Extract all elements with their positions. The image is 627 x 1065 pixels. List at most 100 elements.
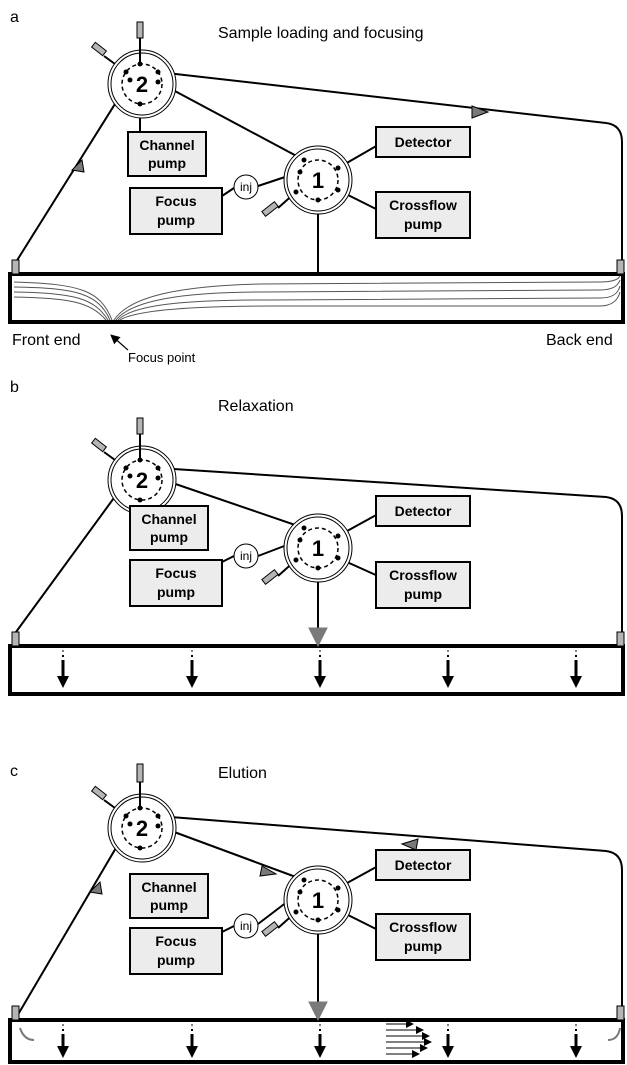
down-arrow [442,650,454,688]
valve-1: 1 [261,865,353,937]
down-arrow [186,1024,198,1058]
flow-arrow [88,880,103,895]
flow-profile-arrows [386,1020,432,1058]
valve-number: 2 [136,816,148,841]
port-nub [90,437,108,453]
channel-pump-box: Channel pump [129,873,209,919]
panel-letter: b [10,379,19,396]
svg-text:pump: pump [404,586,442,602]
down-arrow [57,650,69,688]
focus-pump-box: Focus pump [129,559,223,607]
crossflow-pump-box: Crossflow pump [375,561,471,609]
crossflow-arrow [308,627,328,648]
port-nub [616,631,625,647]
valve-number: 2 [136,72,148,97]
svg-text:Detector: Detector [395,134,452,150]
svg-text:pump: pump [157,212,195,228]
valve-number: 1 [312,888,324,913]
svg-text:Crossflow: Crossflow [389,567,457,583]
flow-streamlines [13,275,621,321]
flow-arrow [259,865,278,877]
injector: inj [233,913,259,939]
focus-pump-box: Focus pump [129,927,223,975]
svg-text:pump: pump [148,155,186,171]
svg-text:Channel: Channel [139,137,194,153]
port-nub [136,763,144,783]
down-arrow [186,650,198,688]
port-nub [90,41,108,57]
focus-point-pointer [110,334,129,351]
crossflow-pump-box: Crossflow pump [375,191,471,239]
svg-text:Focus: Focus [155,565,196,581]
detector-box: Detector [375,126,471,158]
detector-box: Detector [375,495,471,527]
svg-text:pump: pump [150,897,188,913]
flow-arrow [400,838,419,851]
valve-2: 2 [90,417,177,515]
svg-text:Detector: Detector [395,857,452,873]
panel-title: Elution [218,765,267,782]
channel-pump-box: Channel pump [129,505,209,551]
channel-box [8,644,625,696]
port-nub [616,1005,625,1021]
svg-text:pump: pump [404,938,442,954]
down-arrow [442,1024,454,1058]
port-nub [261,201,279,217]
flow-arrow [471,105,490,119]
valve-2: 2 [90,21,177,119]
injector: inj [233,174,259,200]
panel-a: a Sample loading and focusing [8,9,625,365]
down-arrow [314,1024,326,1058]
down-arrow [57,1024,69,1058]
svg-text:Crossflow: Crossflow [389,197,457,213]
down-arrow [314,650,326,688]
valve-2: 2 [90,763,177,863]
valve-number: 1 [312,168,324,193]
port-nub [90,785,108,801]
down-arrow [570,1024,582,1058]
svg-text:Channel: Channel [141,879,196,895]
svg-text:pump: pump [404,216,442,232]
port-nub [261,569,279,585]
flow-arrow [70,158,85,173]
port-nub [11,631,20,647]
channel-box [8,1018,625,1064]
port-nub [11,1005,20,1021]
svg-text:Focus: Focus [155,193,196,209]
panel-c: c Elution [8,763,625,1064]
svg-text:inj: inj [240,549,252,563]
channel-pump-box: Channel pump [127,131,207,177]
panel-letter: a [10,9,19,26]
svg-text:inj: inj [240,919,252,933]
inlet-curve-arrow [19,1027,35,1041]
injector: inj [233,543,259,569]
crossflow-arrow [308,1001,328,1022]
port-nub [261,921,279,937]
panel-title: Relaxation [218,398,294,415]
crossflow-down-arrows [57,1024,582,1058]
valve-number: 2 [136,468,148,493]
svg-text:inj: inj [240,180,252,194]
port-nub [616,259,625,275]
svg-text:Crossflow: Crossflow [389,919,457,935]
svg-text:Focus: Focus [155,933,196,949]
crossflow-down-arrows [57,650,582,688]
crossflow-pump-box: Crossflow pump [375,913,471,961]
svg-text:Detector: Detector [395,503,452,519]
panel-letter: c [10,763,18,780]
port-nub [136,21,144,39]
back-end-label: Back end [546,332,613,349]
svg-text:pump: pump [150,529,188,545]
down-arrow [570,650,582,688]
svg-text:Channel: Channel [141,511,196,527]
panel-title: Sample loading and focusing [218,25,423,42]
port-nub [11,259,20,275]
svg-text:pump: pump [157,952,195,968]
svg-text:pump: pump [157,584,195,600]
panel-b: b Relaxation [8,379,625,696]
valve-number: 1 [312,536,324,561]
port-nub [136,417,144,435]
front-end-label: Front end [12,332,80,349]
outlet-curve-arrow [607,1027,621,1041]
